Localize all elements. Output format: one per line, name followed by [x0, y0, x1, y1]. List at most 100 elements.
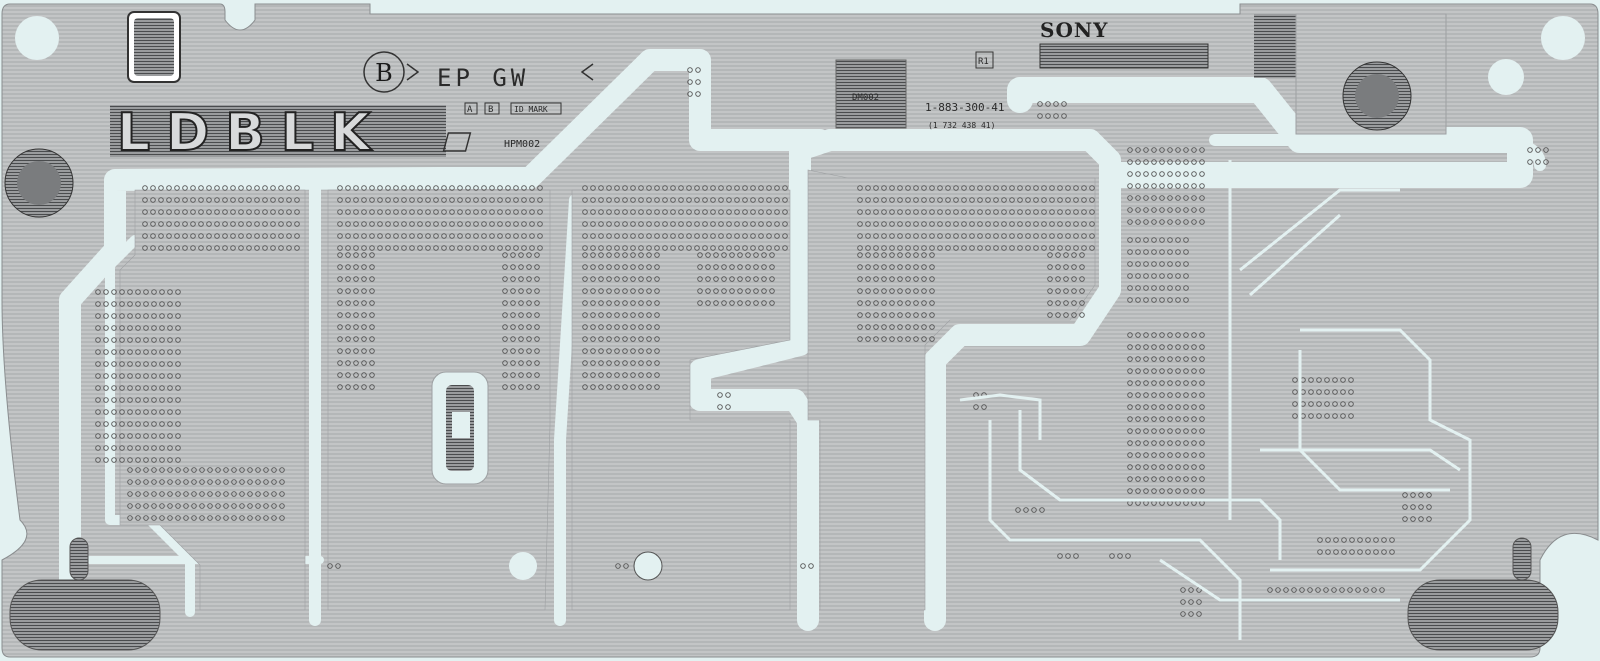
via [1079, 288, 1085, 294]
via [377, 245, 383, 251]
via [774, 233, 780, 239]
via [921, 197, 927, 203]
via [1175, 207, 1181, 213]
via [159, 457, 165, 463]
via [271, 491, 277, 497]
via [1341, 549, 1347, 555]
via [1159, 380, 1165, 386]
via [327, 563, 333, 569]
via [1071, 264, 1077, 270]
via [103, 373, 109, 379]
via [1159, 183, 1165, 189]
via [270, 221, 276, 227]
via [1175, 476, 1181, 482]
via [889, 197, 895, 203]
via [606, 336, 612, 342]
via [1199, 380, 1205, 386]
via [518, 384, 524, 390]
via [1143, 273, 1149, 279]
via [737, 264, 743, 270]
via [929, 197, 935, 203]
via [1063, 312, 1069, 318]
via [465, 245, 471, 251]
via [638, 233, 644, 239]
via [1191, 392, 1197, 398]
via [166, 245, 172, 251]
via [239, 467, 245, 473]
via [158, 197, 164, 203]
via [1143, 237, 1149, 243]
via [630, 252, 636, 258]
via [761, 288, 767, 294]
via [638, 360, 644, 366]
via [143, 479, 149, 485]
via [1167, 440, 1173, 446]
via [710, 185, 716, 191]
via [717, 392, 723, 398]
via [239, 479, 245, 485]
via [606, 384, 612, 390]
via [1340, 413, 1346, 419]
logo-ref: HPM002 [504, 139, 540, 150]
via [638, 209, 644, 215]
via [286, 185, 292, 191]
via [606, 312, 612, 318]
via [582, 300, 588, 306]
via [215, 467, 221, 473]
via [1073, 185, 1079, 191]
via [214, 233, 220, 239]
via [905, 336, 911, 342]
via [1389, 537, 1395, 543]
via [977, 233, 983, 239]
via [433, 197, 439, 203]
via [183, 491, 189, 497]
via [598, 336, 604, 342]
via [921, 264, 927, 270]
via [361, 209, 367, 215]
via [606, 324, 612, 330]
via [1379, 587, 1385, 593]
via [489, 233, 495, 239]
via [270, 197, 276, 203]
via [175, 301, 181, 307]
via [865, 252, 871, 258]
via [873, 209, 879, 215]
via [502, 300, 508, 306]
via [95, 373, 101, 379]
via [782, 209, 788, 215]
via [1089, 245, 1095, 251]
via [1071, 252, 1077, 258]
via [1183, 195, 1189, 201]
via [502, 312, 508, 318]
via [1199, 368, 1205, 374]
via [881, 221, 887, 227]
via [361, 252, 367, 258]
via [582, 209, 588, 215]
via [969, 245, 975, 251]
via [111, 337, 117, 343]
via [175, 397, 181, 403]
via [1045, 101, 1051, 107]
via [614, 252, 620, 258]
via [1402, 516, 1408, 522]
via [1143, 452, 1149, 458]
via [361, 288, 367, 294]
via [1047, 252, 1053, 258]
via [433, 233, 439, 239]
via [606, 197, 612, 203]
via [582, 245, 588, 251]
via [127, 503, 133, 509]
via [905, 209, 911, 215]
via [175, 349, 181, 355]
via [590, 276, 596, 282]
via [905, 264, 911, 270]
via [897, 197, 903, 203]
via [1127, 237, 1133, 243]
via [518, 360, 524, 366]
via [510, 348, 516, 354]
via [1135, 207, 1141, 213]
via [417, 233, 423, 239]
via [630, 233, 636, 239]
via [1348, 389, 1354, 395]
via [294, 221, 300, 227]
